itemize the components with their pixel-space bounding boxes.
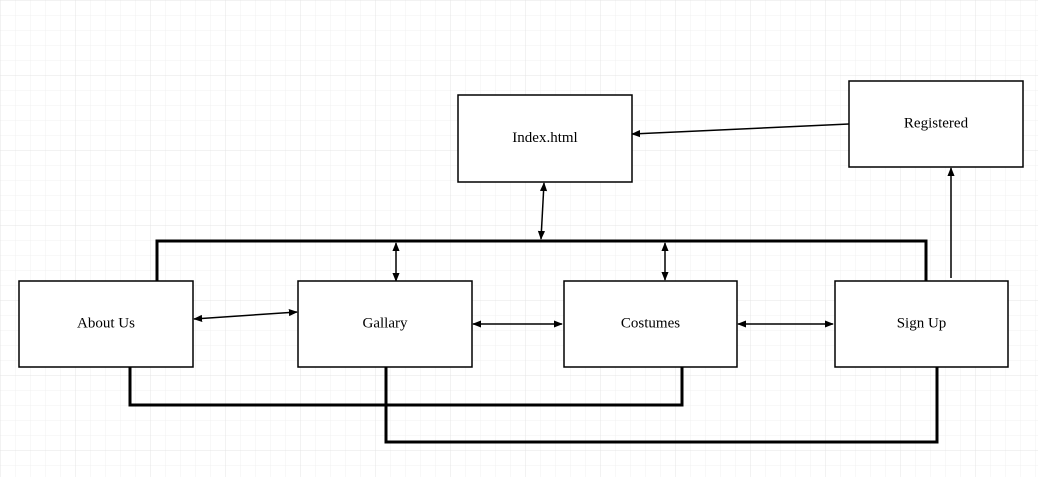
node-sign-up-label: Sign Up [897, 315, 947, 331]
connector-gallary-signup [384, 367, 939, 444]
connector-about-costumes [128, 367, 684, 407]
node-registered[interactable]: Registered [848, 80, 1024, 168]
arrow-about-gallary [193, 308, 298, 323]
node-index-label: Index.html [512, 130, 577, 146]
node-gallary[interactable]: Gallary [297, 280, 473, 368]
node-gallary-label: Gallary [363, 315, 408, 331]
arrow-index-bus [537, 182, 548, 240]
node-costumes-label: Costumes [621, 315, 680, 331]
arrow-registered-to-index [631, 123, 850, 138]
node-sign-up[interactable]: Sign Up [834, 280, 1009, 368]
node-index[interactable]: Index.html [457, 94, 633, 183]
node-about-us[interactable]: About Us [18, 280, 194, 368]
node-registered-label: Registered [904, 115, 969, 131]
node-about-us-label: About Us [77, 315, 135, 331]
node-costumes[interactable]: Costumes [563, 280, 738, 368]
nav-bus-line [155, 239, 928, 281]
